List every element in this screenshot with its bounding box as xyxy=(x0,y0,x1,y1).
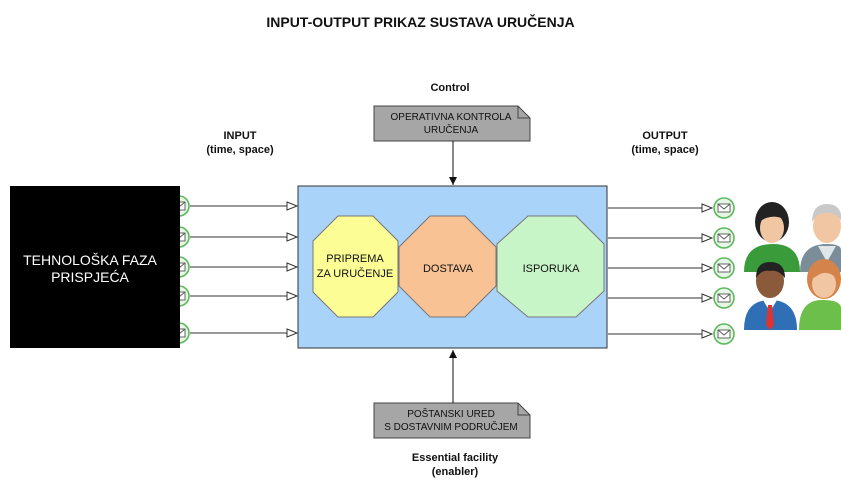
essential-label-line1: Essential facility xyxy=(411,452,499,464)
input-label-line2: (time, space) xyxy=(206,144,274,156)
stage-priprema-line2: ZA URUČENJE xyxy=(317,267,393,280)
output-label: OUTPUT (time, space) xyxy=(610,129,720,157)
control-note xyxy=(373,105,531,142)
input-label: INPUT (time, space) xyxy=(185,129,295,157)
input-arrows xyxy=(190,206,297,333)
facility-note-line2: S DOSTAVNIM PODRUČJEM xyxy=(384,420,518,433)
control-note-line1: OPERATIVNA KONTROLA xyxy=(391,112,512,123)
envelope-icon xyxy=(713,197,735,219)
user-woman-light-icon xyxy=(799,259,841,330)
envelope-icon xyxy=(713,287,735,309)
output-label-line2: (time, space) xyxy=(631,144,699,156)
envelope-icon xyxy=(713,227,735,249)
diagram-title: INPUT-OUTPUT PRIKAZ SUSTAVA URUČENJA xyxy=(266,14,575,30)
stage-dostava-label: DOSTAVA xyxy=(423,263,474,275)
essential-label-line2: (enabler) xyxy=(431,466,479,478)
stage-isporuka-label: ISPORUKA xyxy=(523,263,581,275)
output-label-line1: OUTPUT xyxy=(642,130,688,142)
stage-priprema-line1: PRIPREMA xyxy=(326,253,384,265)
control-note-line2: URUČENJA xyxy=(424,123,479,136)
control-note-fold xyxy=(517,106,530,119)
control-label-text: Control xyxy=(430,82,470,94)
source-box-line2: PRISPJEĆA xyxy=(51,269,129,285)
control-label: Control xyxy=(400,81,500,95)
stage-isporuka-shape xyxy=(496,215,605,318)
stage-priprema-shape xyxy=(312,215,399,318)
user-group-icon xyxy=(744,202,841,330)
envelope-icon xyxy=(713,257,735,279)
stage-dostava-shape xyxy=(398,215,497,318)
input-label-line1: INPUT xyxy=(223,130,257,142)
source-phase-box: TEHNOLOŠKA FAZA PRISPJEĆA xyxy=(10,186,180,348)
facility-note-line1: POŠTANSKI URED xyxy=(407,407,495,420)
output-arrows xyxy=(608,208,712,334)
facility-note-fold xyxy=(517,403,530,416)
user-man-tie-icon xyxy=(744,262,797,330)
envelope-icon xyxy=(713,323,735,345)
output-envelopes xyxy=(713,197,735,345)
user-woman-dark-icon xyxy=(744,202,800,272)
source-box-line1: TEHNOLOŠKA FAZA xyxy=(23,252,157,268)
essential-facility-label: Essential facility (enabler) xyxy=(380,451,530,479)
facility-note xyxy=(373,402,531,439)
